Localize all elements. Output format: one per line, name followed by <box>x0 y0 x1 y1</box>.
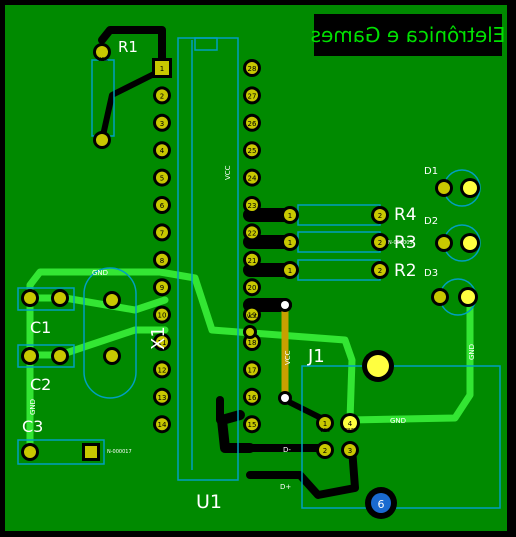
capacitor-pads <box>21 289 100 461</box>
c2-outline <box>17 344 75 368</box>
r1-pads: VCC <box>93 43 111 149</box>
x1-outline <box>83 267 137 399</box>
u1-pin-number: 7 <box>160 229 164 237</box>
label-d1: D1 <box>424 166 438 177</box>
label-d3: D3 <box>424 268 438 279</box>
u1-pin-number: 9 <box>160 284 164 292</box>
label-r4: R4 <box>394 205 417 225</box>
svg-text:GND: GND <box>344 428 356 434</box>
svg-text:2: 2 <box>323 447 327 455</box>
u1-pin-number: 25 <box>248 147 257 155</box>
label-x1: X1 <box>148 326 169 350</box>
j1-pads: 6 1 VCC 4 GND 2 3 <box>316 350 397 519</box>
u1-pin-number: 6 <box>160 202 165 210</box>
net-gnd-top: GND <box>92 269 108 277</box>
net-c3: N-000017 <box>107 449 132 455</box>
u1-pin-number: 8 <box>160 257 164 265</box>
banner-text: Eletrônica e Games <box>311 23 506 47</box>
resistor-pin-number: 1 <box>288 239 292 247</box>
net-gnd-right: GND <box>468 344 476 360</box>
resistor-pin-number: 2 <box>378 212 382 220</box>
u1-pin-number: 16 <box>248 394 257 402</box>
resistor-pin-number: 2 <box>378 267 382 275</box>
label-u1: U1 <box>196 491 222 513</box>
u1-pin-number: 19 <box>248 312 257 320</box>
net-r3: N-000005 <box>388 240 413 246</box>
label-r2: R2 <box>394 261 417 281</box>
x1-pads <box>103 291 121 365</box>
hole-label: 6 <box>378 498 385 511</box>
resistor-pin-number: 1 <box>288 212 292 220</box>
net-d-minus: D- <box>283 446 291 454</box>
led-pads <box>431 178 480 307</box>
u1-pin-number: 21 <box>248 257 257 265</box>
u1-pin-number: 3 <box>160 120 164 128</box>
banner-background <box>314 14 502 56</box>
r1-vcc-text: VCC <box>98 57 109 63</box>
u1-notch <box>194 37 218 51</box>
u1-pin-number: 28 <box>248 65 257 73</box>
u1-pin-number: 15 <box>248 421 257 429</box>
label-c2: C2 <box>30 375 51 394</box>
label-r1: R1 <box>118 38 138 56</box>
u1-pin-number: 12 <box>158 366 167 374</box>
net-vcc-j1: VCC <box>284 350 292 365</box>
net-vcc-u1: VCC <box>224 165 232 180</box>
u1-pin-number: 20 <box>248 284 257 292</box>
u1-pin-number: 27 <box>248 92 257 100</box>
resistor-pin-number: 2 <box>378 239 382 247</box>
svg-text:1: 1 <box>323 420 327 428</box>
label-c3: C3 <box>22 417 43 436</box>
u1-vcc-pad-text: VCC <box>247 314 258 320</box>
net-gnd-left: GND <box>29 399 37 415</box>
u1-pin-number: 22 <box>248 229 257 237</box>
j1-outline <box>301 365 501 509</box>
label-c1: C1 <box>30 318 51 337</box>
label-r3: R3 <box>394 233 417 253</box>
resistor-pads: 1 2 1 2 1 2 <box>281 206 389 279</box>
svg-text:VCC: VCC <box>320 428 331 434</box>
vias <box>243 298 292 405</box>
u1-pin-number: 13 <box>158 394 167 402</box>
c3-outline <box>17 439 105 465</box>
u1-pin-number: 2 <box>160 92 164 100</box>
u1-pin-number: 26 <box>248 120 257 128</box>
u1-pin-number: 18 <box>248 339 257 347</box>
u1-pin-number: 1 <box>160 65 164 73</box>
u1-pin-number: 17 <box>248 366 257 374</box>
svg-text:3: 3 <box>348 447 352 455</box>
u1-pin-number: 24 <box>248 175 257 183</box>
u1-pin-number: 23 <box>248 202 257 210</box>
u1-pin-number: 5 <box>160 175 164 183</box>
label-d2: D2 <box>424 216 438 227</box>
net-d-plus: D+ <box>280 483 291 491</box>
u1-pin-number: 14 <box>158 421 167 429</box>
light-tracks <box>26 268 474 454</box>
label-j1: J1 <box>307 346 325 367</box>
c1-outline <box>17 287 75 311</box>
u1-pin-number: 10 <box>158 312 167 320</box>
svg-text:4: 4 <box>348 420 353 428</box>
u1-pin-number: 4 <box>160 147 165 155</box>
silkscreen: R1 R4 R3 R2 D1 D2 D3 C1 C2 C3 J1 U1 X1 V… <box>22 38 476 513</box>
net-gnd-j1: GND <box>390 417 406 425</box>
resistor-pin-number: 1 <box>288 267 292 275</box>
u1-pin-number: 11 <box>158 339 167 347</box>
